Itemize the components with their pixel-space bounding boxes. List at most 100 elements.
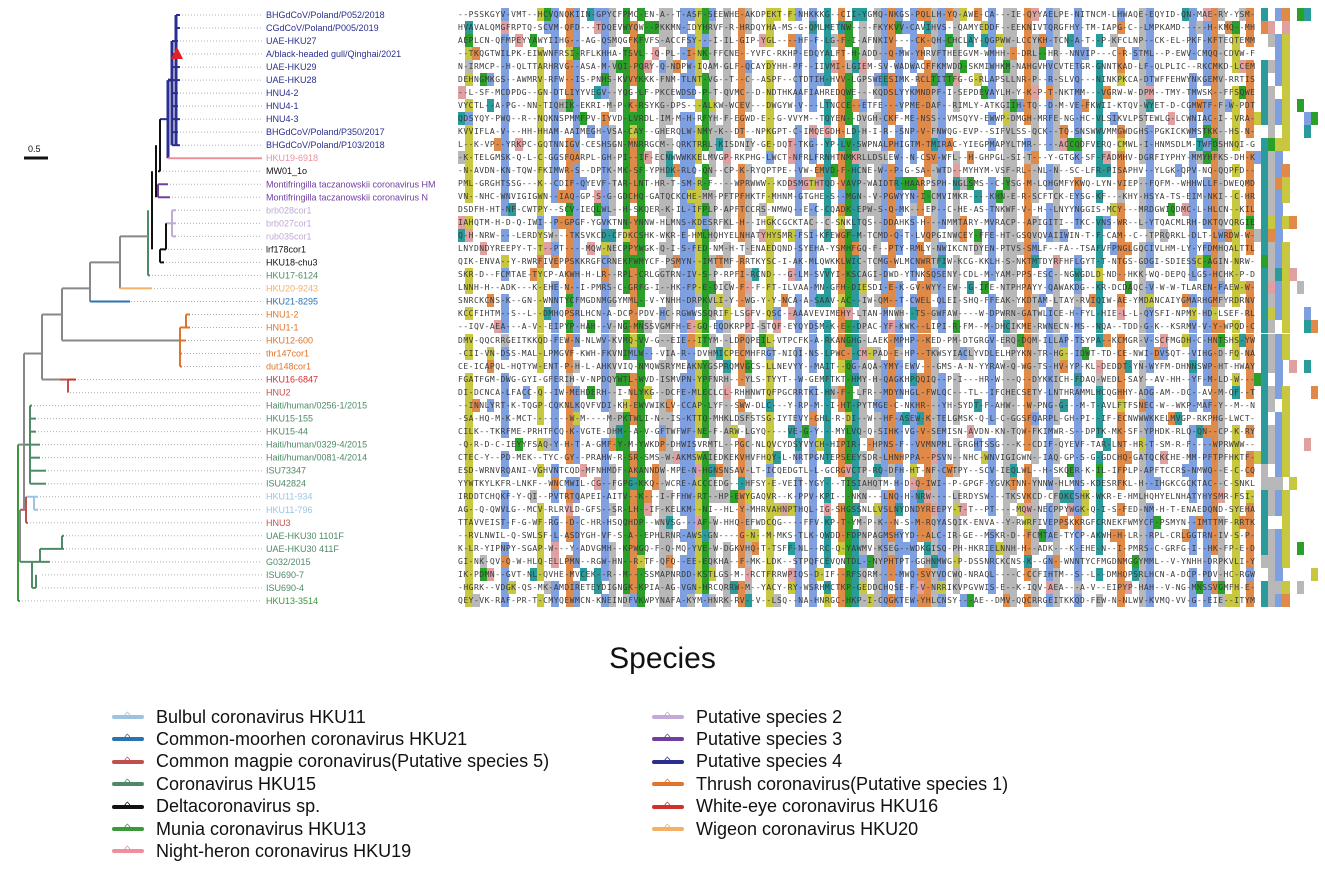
residue-cell [694, 34, 703, 48]
residue-cell [1210, 86, 1219, 100]
residue-cell [1074, 8, 1082, 21]
residue-cell [680, 151, 688, 165]
residue-cell [665, 34, 674, 48]
residue-cell [1275, 138, 1283, 152]
residue-cell [845, 112, 853, 126]
residue-cell [1117, 138, 1125, 152]
residue-cell [551, 60, 559, 74]
residue-cell [1009, 8, 1018, 21]
residue-cell [909, 99, 918, 113]
residue-cell [465, 151, 473, 165]
residue-cell [622, 60, 631, 74]
residue-cell [931, 125, 939, 139]
residue-cell [1031, 125, 1039, 139]
residue-cell [665, 112, 674, 126]
residue-cell [1009, 73, 1018, 87]
residue-cell [723, 112, 731, 126]
residue-cell [916, 34, 925, 48]
residue-cell [1052, 112, 1061, 126]
alignment-row: -CII-VN-DSS-MAL-LPMGVF-KWH-FKVNIMLW---VI… [458, 346, 1318, 360]
residue-cell [895, 73, 903, 87]
legend-label: Thrush coronavirus(Putative species 1) [696, 773, 1009, 794]
residue-cell [1002, 73, 1011, 87]
residue-text: QIK-ENVA--Y-RWRFIVEPPSKKRGFCRNEKFWMYCF-P… [458, 257, 1256, 267]
residue-cell [1074, 125, 1082, 139]
residue-cell [945, 34, 953, 48]
residue-cell [895, 8, 903, 21]
taxon-label: HKU19-6918 [266, 153, 318, 163]
residue-cell [1189, 73, 1197, 87]
residue-cell [1260, 99, 1269, 113]
residue-cell [1117, 21, 1125, 35]
residue-cell [1138, 138, 1147, 152]
residue-cell [673, 60, 681, 74]
residue-cell [608, 99, 617, 113]
residue-cell [1310, 112, 1319, 126]
residue-cell [1217, 138, 1226, 152]
residue-cell [945, 8, 953, 21]
residue-cell [787, 8, 796, 21]
taxon-label: BHGdCoV/Poland/P350/2017 [266, 127, 385, 137]
residue-cell [551, 112, 559, 126]
residue-cell [658, 151, 667, 165]
residue-cell [909, 138, 918, 152]
residue-cell [1052, 21, 1061, 35]
residue-text: PML-GRGHTSSG---K--CDIF-QYEVF-TAR-LNT-HR-… [458, 179, 1256, 189]
residue-cell [680, 21, 688, 35]
residue-cell [622, 73, 631, 87]
residue-text: FGATFGM-DWG-GYI-GFERIH-V-NPDQYWTL-WVD-IS… [458, 374, 1256, 384]
residue-cell [1017, 99, 1025, 113]
residue-cell [701, 138, 710, 152]
residue-cell [916, 112, 925, 126]
residue-cell [1303, 125, 1312, 139]
residue-text: AG--Q-QWVLG--MCV-RLRVLD-GFS--SR-LH--IF-K… [458, 504, 1256, 514]
residue-cell [744, 99, 753, 113]
residue-cell [766, 86, 774, 100]
residue-cell [859, 60, 867, 74]
residue-cell [1203, 138, 1211, 152]
residue-cell [701, 34, 710, 48]
alignment-row: N-IRMCP--H-QLTTARHRVG--ASA-M-VQI-PQRY-Q-… [458, 60, 1318, 74]
residue-cell [1024, 47, 1032, 61]
residue-cell [988, 60, 996, 74]
alignment-row: SNRCKCNS-K--GN--WNNTYCFMGDNMGGYMML--V-YN… [458, 294, 1318, 308]
residue-cell [1045, 86, 1054, 100]
residue-cell [1196, 151, 1204, 165]
residue-cell [472, 47, 480, 61]
residue-cell [873, 86, 882, 100]
residue-cell [536, 138, 545, 152]
residue-cell [938, 112, 946, 126]
legend-label: Common magpie coronavirus(Putative speci… [156, 751, 550, 772]
residue-cell [1074, 112, 1082, 126]
residue-cell [558, 99, 566, 113]
residue-cell [845, 60, 853, 74]
residue-cell [723, 151, 731, 165]
residue-cell [637, 151, 645, 165]
taxon-label: HNU3 [266, 518, 291, 528]
residue-cell [1146, 151, 1154, 165]
residue-cell [1224, 21, 1233, 35]
residue-cell [1217, 125, 1226, 139]
residue-cell [1232, 99, 1240, 113]
residue-cell [501, 99, 509, 113]
legend-key-icon: ⌂ [650, 774, 686, 794]
alignment-row: DEHNGMKGS--AWMRV-RFW--IS-PNHS-KVVYKKK-FN… [458, 73, 1318, 87]
residue-text: GI-NK-QV-Q-W-HLQ-ELLPMN--RGW-HN--R-TF-QF… [458, 556, 1256, 566]
residue-cell [708, 21, 717, 35]
residue-cell [923, 21, 932, 35]
residue-cell [1203, 34, 1211, 48]
residue-cell [1260, 151, 1269, 165]
residue-cell [1031, 151, 1039, 165]
residue-cell [837, 99, 846, 113]
residue-cell [529, 34, 538, 48]
residue-cell [794, 8, 803, 21]
residue-cell [1275, 99, 1283, 113]
residue-cell [880, 8, 889, 21]
residue-cell [938, 138, 946, 152]
residue-cell [1217, 112, 1226, 126]
legend-item: ⌂Putative species 3 [650, 727, 842, 751]
residue-cell [1009, 47, 1018, 61]
residue-cell [630, 21, 638, 35]
residue-cell [880, 73, 889, 87]
residue-cell [536, 125, 545, 139]
